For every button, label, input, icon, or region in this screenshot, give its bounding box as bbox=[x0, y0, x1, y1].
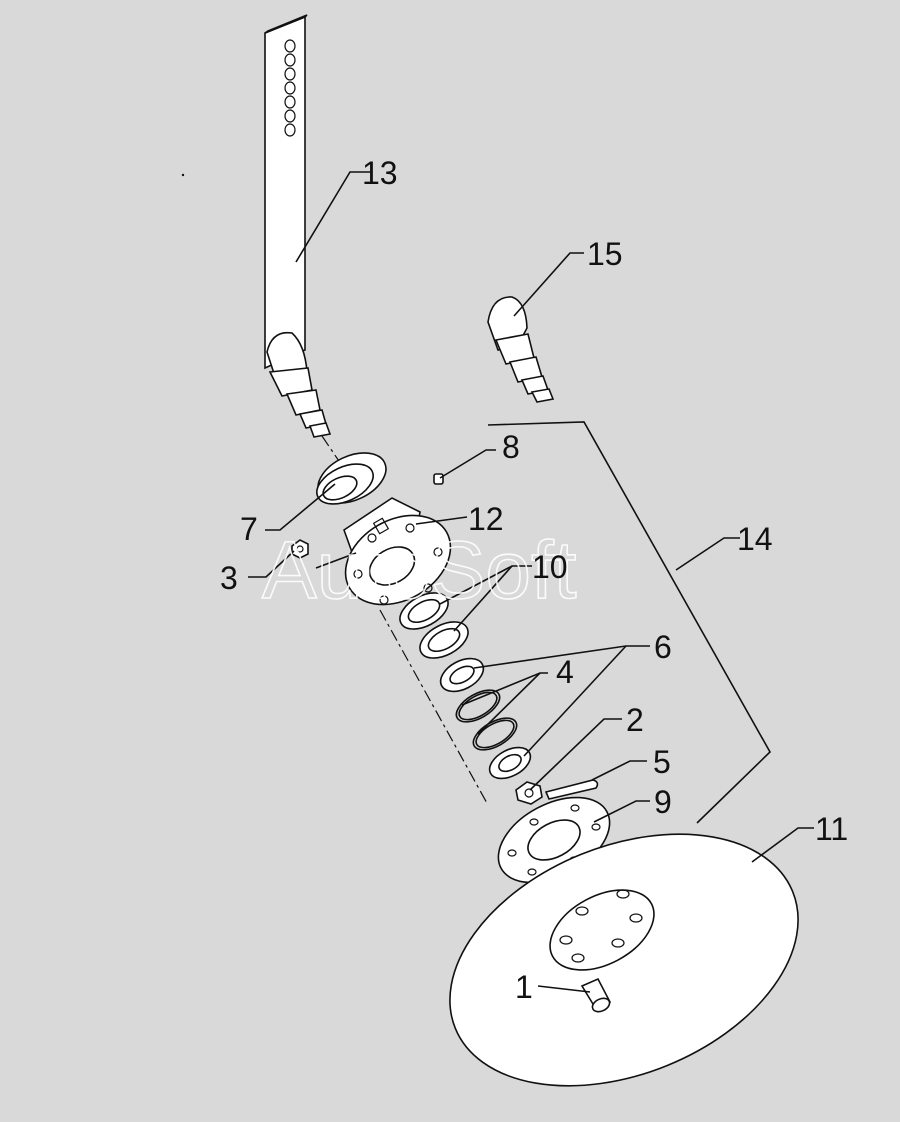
label-5: 5 bbox=[653, 744, 671, 780]
label-12: 12 bbox=[468, 501, 504, 537]
part-10-bearing-cup-b bbox=[419, 621, 469, 659]
stray-dot bbox=[181, 173, 185, 177]
label-10: 10 bbox=[532, 549, 568, 585]
part-labels: 13 15 8 7 12 14 3 10 6 4 2 5 9 11 1 bbox=[220, 155, 848, 1005]
label-8: 8 bbox=[502, 429, 520, 465]
watermark-text: AutoSoft bbox=[262, 525, 577, 616]
part-10-bearing-cup-a bbox=[399, 592, 449, 630]
part-1-bolt bbox=[580, 977, 612, 1013]
label-6: 6 bbox=[654, 629, 672, 665]
part-4-snap-ring-a bbox=[455, 689, 501, 723]
part-11-disc bbox=[449, 833, 799, 1087]
axis-line-main bbox=[379, 609, 489, 806]
part-5-cotter-pin bbox=[544, 779, 599, 800]
label-3: 3 bbox=[220, 560, 238, 596]
label-14: 14 bbox=[737, 521, 773, 557]
label-1: 1 bbox=[515, 969, 533, 1005]
leader-lines bbox=[248, 171, 814, 993]
label-15: 15 bbox=[587, 236, 623, 272]
label-4: 4 bbox=[556, 654, 574, 690]
part-3-nut bbox=[291, 539, 309, 559]
part-6-bearing-cone-b bbox=[488, 746, 532, 780]
label-9: 9 bbox=[654, 784, 672, 820]
part-2-castle-nut bbox=[515, 781, 543, 805]
part-13-arm bbox=[264, 14, 332, 438]
part-12-hub bbox=[343, 497, 452, 606]
part-14-assembly-bracket bbox=[487, 421, 771, 824]
label-11: 11 bbox=[815, 811, 848, 847]
part-8-grease-nipple bbox=[433, 473, 444, 485]
label-2: 2 bbox=[626, 702, 644, 738]
label-7: 7 bbox=[240, 511, 258, 547]
label-13: 13 bbox=[362, 155, 398, 191]
part-6-bearing-cone-a bbox=[439, 657, 485, 693]
part-15-spindle bbox=[487, 296, 555, 403]
arm-holes bbox=[284, 39, 296, 137]
part-7-seal bbox=[316, 452, 387, 505]
